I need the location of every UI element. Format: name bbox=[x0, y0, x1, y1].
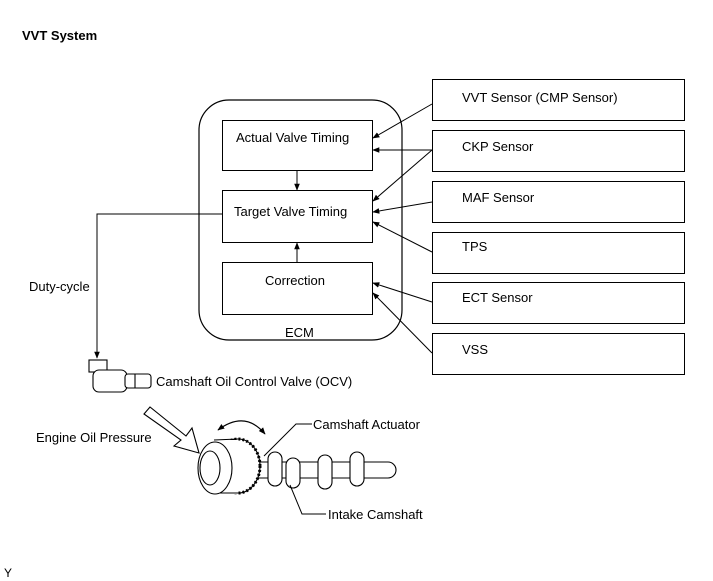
correction-box: Correction bbox=[222, 262, 373, 315]
sensor-box-ckp: CKP Sensor bbox=[432, 130, 685, 172]
duty-cycle-line bbox=[94, 213, 222, 359]
arrow-ect-to-correction bbox=[372, 282, 433, 303]
sensor-box-ect: ECT Sensor bbox=[432, 282, 685, 324]
ocv-valve-shape bbox=[88, 359, 152, 393]
rotation-arrow bbox=[217, 420, 266, 435]
engine-oil-pressure-label: Engine Oil Pressure bbox=[36, 430, 152, 445]
arrow-tps-to-target bbox=[372, 221, 433, 253]
duty-cycle-label: Duty-cycle bbox=[29, 279, 90, 294]
sensor-label-ckp: CKP Sensor bbox=[462, 139, 534, 154]
ecm-label: ECM bbox=[285, 325, 314, 340]
actual-valve-timing-box: Actual Valve Timing bbox=[222, 120, 373, 171]
correction-label: Correction bbox=[265, 273, 325, 288]
page-title: VVT System bbox=[22, 28, 98, 43]
sensor-box-tps: TPS bbox=[432, 232, 685, 274]
sensor-label-vss: VSS bbox=[462, 342, 489, 357]
arrow-ckp-to-target bbox=[372, 149, 433, 202]
sensor-box-vvt: VVT Sensor (CMP Sensor) bbox=[432, 79, 685, 121]
oil-pressure-arrow bbox=[143, 406, 200, 454]
actual-valve-timing-label: Actual Valve Timing bbox=[236, 130, 350, 145]
sensor-label-maf: MAF Sensor bbox=[462, 190, 535, 205]
sensor-box-maf: MAF Sensor bbox=[432, 181, 685, 223]
intake-camshaft-label: Intake Camshaft bbox=[328, 507, 423, 522]
sensor-label-ect: ECT Sensor bbox=[462, 290, 533, 305]
ocv-label: Camshaft Oil Control Valve (OCV) bbox=[156, 374, 353, 389]
ecm-outline bbox=[198, 99, 403, 341]
sensor-label-tps: TPS bbox=[462, 239, 488, 254]
camshaft-shaft bbox=[249, 451, 397, 490]
arrow-maf-to-target bbox=[372, 201, 433, 214]
corner-mark: Y bbox=[4, 566, 13, 580]
target-valve-timing-label: Target Valve Timing bbox=[234, 204, 348, 219]
sensor-box-vss: VSS bbox=[432, 333, 685, 375]
leader-intake-camshaft bbox=[289, 484, 326, 515]
camshaft-actuator-label: Camshaft Actuator bbox=[313, 417, 420, 432]
arrow-vss-to-correction bbox=[372, 292, 433, 354]
leader-camshaft-actuator bbox=[263, 423, 312, 457]
target-valve-timing-box: Target Valve Timing bbox=[222, 190, 373, 243]
sensor-label-vvt: VVT Sensor (CMP Sensor) bbox=[462, 90, 618, 105]
camshaft-actuator-shape bbox=[197, 437, 262, 495]
arrow-vvt-to-actual bbox=[372, 103, 433, 139]
